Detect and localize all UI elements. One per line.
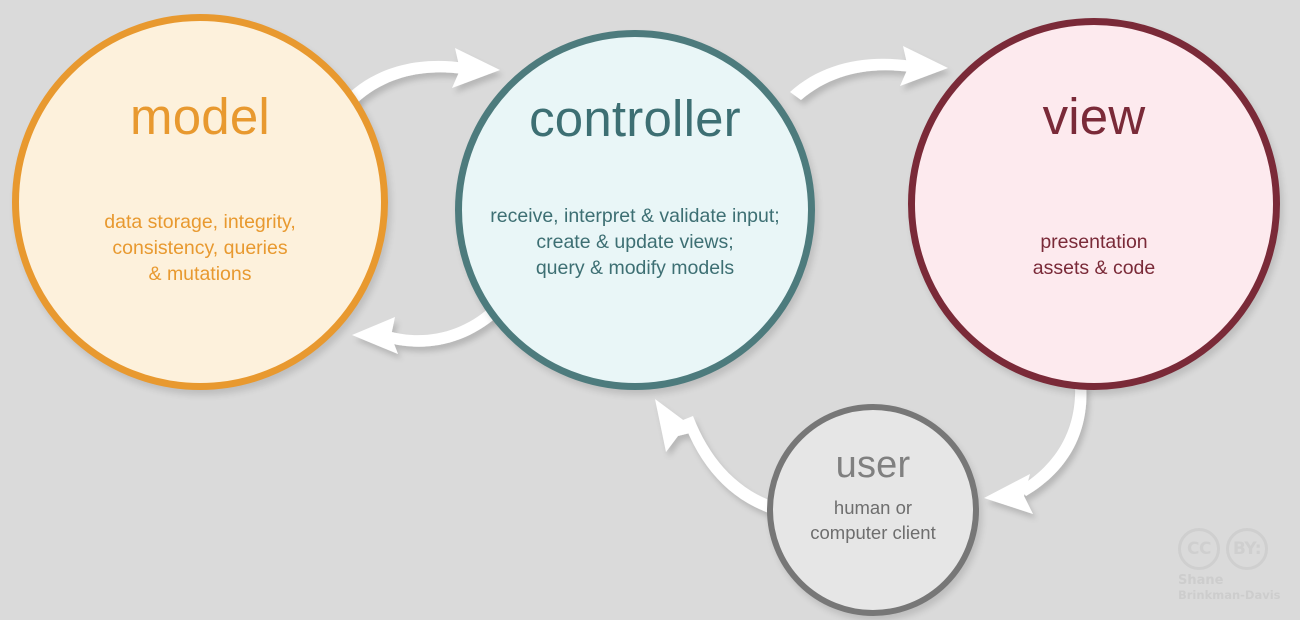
arrow-model-to-controller — [344, 48, 500, 106]
creative-commons-icon: CC — [1178, 528, 1220, 570]
arrow-user-to-controller — [655, 399, 777, 514]
author-second-line: Brinkman-Davis — [1178, 587, 1281, 602]
node-controller-title: controller — [529, 90, 741, 147]
node-view[interactable]: view presentation assets & code — [908, 18, 1280, 390]
node-model-description: data storage, integrity, consistency, qu… — [104, 211, 296, 285]
cc-by-icon: BY: — [1226, 528, 1268, 570]
node-model-title: model — [130, 88, 270, 145]
node-view-title: view — [1042, 88, 1146, 145]
node-controller[interactable]: controller receive, interpret & validate… — [455, 30, 815, 390]
node-view-description: presentation assets & code — [1032, 231, 1156, 279]
node-user-description: human or computer client — [810, 497, 936, 543]
arrow-view-to-user — [984, 382, 1087, 514]
author-first-line: Shane — [1178, 573, 1224, 588]
node-controller-description: receive, interpret & validate input; cre… — [490, 205, 780, 279]
cc-badge-marks: CC BY: — [1178, 528, 1290, 570]
arrow-controller-to-model — [352, 307, 498, 354]
author-credit: Shane Brinkman-Davis — [1178, 573, 1290, 602]
node-model[interactable]: model data storage, integrity, consisten… — [12, 14, 388, 390]
creative-commons-attribution: CC BY: Shane Brinkman-Davis — [1178, 528, 1290, 612]
node-user[interactable]: user human or computer client — [767, 404, 979, 616]
node-user-title: user — [835, 444, 911, 486]
arrow-controller-to-view — [790, 46, 948, 100]
